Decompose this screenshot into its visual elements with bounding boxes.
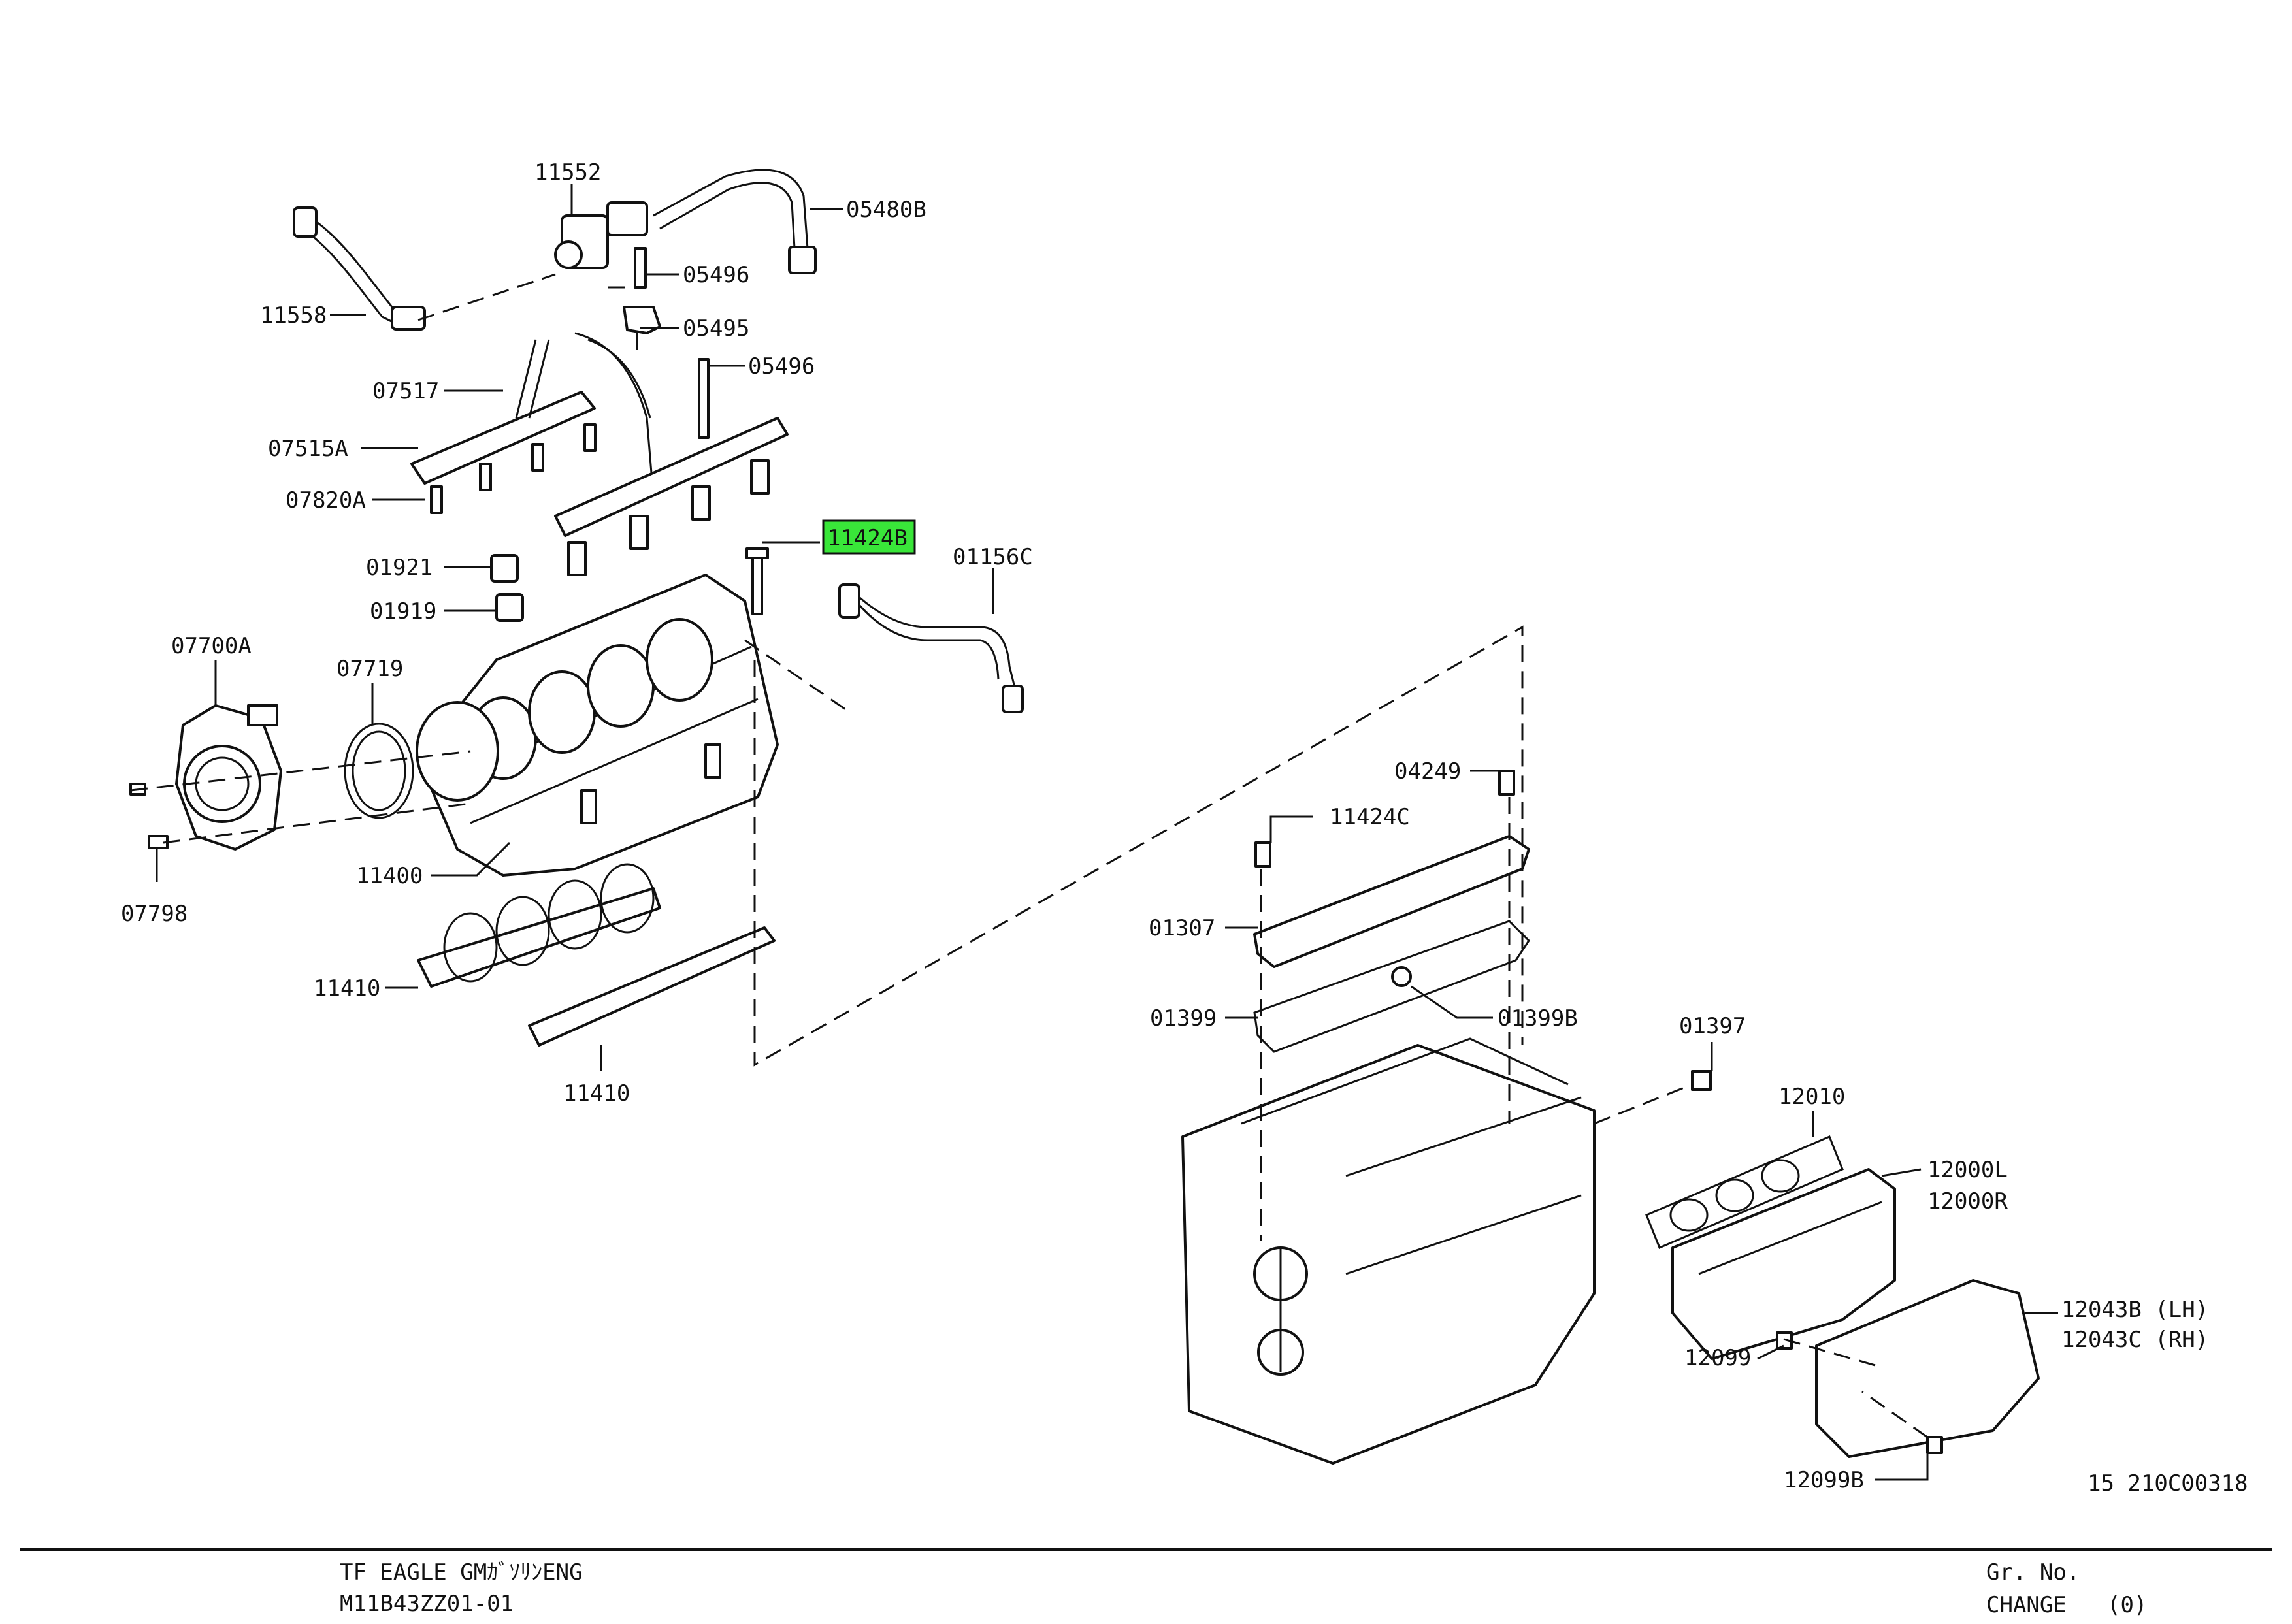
callout-11400[interactable]: 11400: [356, 863, 423, 889]
fuel-pressure-regulator: [554, 201, 648, 269]
fuel-rail-right: [554, 358, 789, 576]
callout-12099B[interactable]: 12099B: [1784, 1467, 1864, 1493]
callout-07820A[interactable]: 07820A: [286, 487, 366, 513]
leader-lines: [156, 184, 2058, 1481]
exhaust-manifold-gasket: [1645, 1135, 1844, 1249]
callout-07719[interactable]: 07719: [336, 656, 403, 682]
map-sensor: [490, 554, 524, 622]
callout-12000L[interactable]: 12000L: [1927, 1157, 2008, 1183]
exhaust-manifold: [1671, 1168, 1896, 1360]
callout-07515A[interactable]: 07515A: [268, 436, 348, 462]
callout-07700A[interactable]: 07700A: [171, 633, 252, 659]
footer-change-label: CHANGE: [1986, 1592, 2067, 1618]
callout-12000R[interactable]: 12000R: [1927, 1188, 2008, 1214]
throttle-body: [175, 704, 282, 851]
intake-gasket-upper: [417, 863, 661, 988]
throttle-body-bolts: [129, 783, 169, 849]
callout-11410-lower[interactable]: 11410: [563, 1080, 630, 1107]
engine-block: [1181, 1037, 1712, 1465]
callout-04249[interactable]: 04249: [1394, 758, 1461, 785]
callout-07517[interactable]: 07517: [372, 378, 439, 404]
callout-01156C[interactable]: 01156C: [953, 544, 1033, 570]
callout-highlight-box: [822, 519, 916, 555]
callout-01397[interactable]: 01397: [1679, 1013, 1746, 1039]
footer-group-label: Gr. No.: [1986, 1559, 2080, 1585]
callout-11410-upper[interactable]: 11410: [314, 975, 380, 1001]
callout-12099[interactable]: 12099: [1684, 1345, 1751, 1371]
footer-change-value: (0): [2107, 1592, 2147, 1618]
callout-05496-upper[interactable]: 05496: [683, 262, 749, 288]
fuel-rail-left: [410, 332, 655, 514]
vapor-pipe: [838, 583, 1024, 713]
throttle-body-gasket: [344, 723, 414, 819]
callout-12043C[interactable]: 12043C (RH): [2061, 1327, 2208, 1353]
callout-07798[interactable]: 07798: [121, 901, 188, 927]
footer-code: M11B43ZZ01-01: [340, 1591, 514, 1617]
valve-cover: [1253, 770, 1530, 968]
callout-12043B[interactable]: 12043B (LH): [2061, 1297, 2208, 1323]
regulator-bracket: [623, 247, 661, 334]
intake-gasket-lower: [528, 926, 776, 1047]
callout-11552[interactable]: 11552: [534, 159, 601, 186]
callout-01399[interactable]: 01399: [1150, 1005, 1217, 1031]
callout-01921[interactable]: 01921: [366, 555, 433, 581]
callout-01399B[interactable]: 01399B: [1498, 1005, 1578, 1031]
footer: TF EAGLE GMｶﾞｿﾘﾝENG M11B43ZZ01-01 Gr. No…: [340, 1559, 2147, 1618]
callout-01307[interactable]: 01307: [1149, 915, 1215, 941]
callout-11558[interactable]: 11558: [260, 302, 327, 329]
callout-05480B[interactable]: 05480B: [846, 197, 926, 223]
exhaust-heat-shield: [1776, 1279, 2040, 1458]
fuel-feed-pipe: [293, 169, 817, 331]
callout-labels: 11552 05480B 05496 11558 05495 05496 075…: [121, 159, 2208, 1493]
fuel-rail-bolt: [745, 547, 769, 615]
footer-model: TF EAGLE GMｶﾞｿﾘﾝENG: [340, 1559, 583, 1585]
callout-05495[interactable]: 05495: [683, 316, 749, 342]
callout-05496-lower[interactable]: 05496: [748, 353, 815, 380]
illustration-code: 15 210C00318: [2087, 1470, 2248, 1497]
callout-11424C[interactable]: 11424C: [1330, 804, 1410, 830]
callout-01919[interactable]: 01919: [370, 598, 436, 625]
assembly-guide-lines: [130, 273, 1928, 1438]
intake-manifold: [416, 574, 779, 877]
valve-cover-gasket: [1253, 920, 1530, 1053]
callout-11424B[interactable]: 11424B: [827, 525, 908, 551]
callout-12010[interactable]: 12010: [1778, 1084, 1845, 1110]
